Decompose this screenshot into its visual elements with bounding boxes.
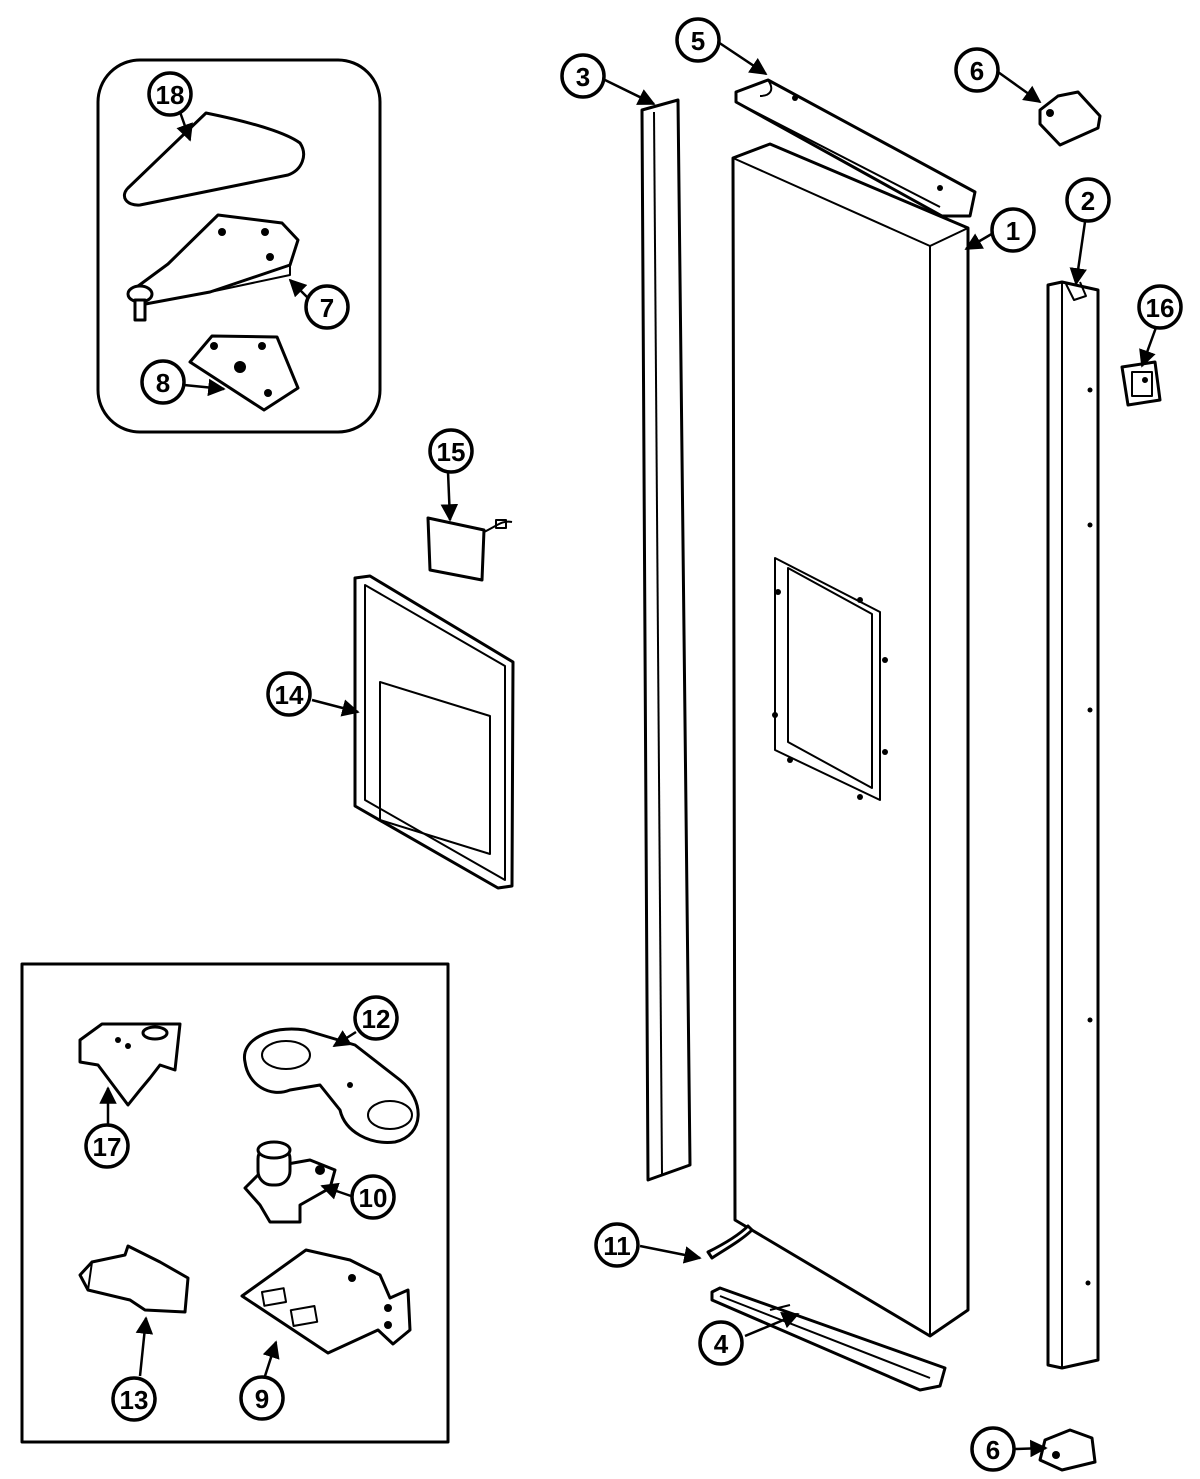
part-10-hinge-pin <box>243 1140 337 1224</box>
svg-text:10: 10 <box>359 1183 388 1213</box>
part-8-hinge-plate <box>188 334 300 412</box>
part-1-door-panel <box>731 142 970 1338</box>
callout-12: 12 <box>353 995 399 1041</box>
svg-text:17: 17 <box>93 1132 122 1162</box>
part-3-door-trim-left <box>640 98 692 1182</box>
svg-text:3: 3 <box>576 62 590 92</box>
part-4-bottom-cap <box>710 1286 947 1392</box>
hinge-kit-group-box <box>96 58 382 434</box>
svg-text:6: 6 <box>986 1435 1000 1465</box>
svg-text:1: 1 <box>1006 216 1020 246</box>
part-6-end-cap-top <box>1038 90 1102 147</box>
part-13-hinge-cover <box>78 1244 190 1314</box>
part-11-seal <box>706 1224 754 1260</box>
part-14-dispenser-frame <box>353 574 515 890</box>
svg-text:14: 14 <box>275 680 304 710</box>
part-15-module <box>426 516 513 582</box>
callout-16: 16 <box>1137 284 1183 330</box>
part-17-bracket <box>78 1022 182 1107</box>
part-9-bottom-hinge <box>240 1248 412 1355</box>
callout-7: 7 <box>304 284 350 330</box>
part-16-clip <box>1120 360 1162 407</box>
svg-text:11: 11 <box>603 1231 631 1261</box>
part-6-end-cap-bottom <box>1038 1428 1097 1472</box>
svg-text:5: 5 <box>691 26 705 56</box>
hardware-kit-group-box <box>20 962 450 1444</box>
part-12-hinge-bushing <box>243 1027 420 1144</box>
callout-15: 15 <box>428 428 474 474</box>
callout-3: 3 <box>560 53 606 99</box>
callout-11: 11 <box>594 1222 640 1268</box>
callout-6-top: 6 <box>954 47 1000 93</box>
part-2-door-trim-right <box>1046 280 1100 1370</box>
svg-text:2: 2 <box>1081 186 1095 216</box>
svg-text:16: 16 <box>1146 293 1175 323</box>
callout-13: 13 <box>111 1376 157 1422</box>
svg-text:7: 7 <box>320 293 334 323</box>
part-5-top-cap <box>734 78 977 218</box>
svg-text:4: 4 <box>714 1329 729 1359</box>
svg-text:15: 15 <box>437 437 466 467</box>
svg-text:18: 18 <box>156 80 185 110</box>
svg-text:9: 9 <box>255 1384 269 1414</box>
svg-text:6: 6 <box>970 56 984 86</box>
svg-text:13: 13 <box>120 1385 149 1415</box>
callout-9: 9 <box>239 1375 285 1421</box>
callout-4: 4 <box>698 1320 744 1366</box>
svg-text:8: 8 <box>156 368 170 398</box>
callout-14: 14 <box>266 671 312 717</box>
callout-1: 1 <box>990 207 1036 253</box>
part-7-top-hinge <box>126 213 300 322</box>
part-18-hinge-cover <box>123 111 305 207</box>
callout-17: 17 <box>84 1123 130 1169</box>
callout-10: 10 <box>350 1174 396 1220</box>
callout-6-bottom: 6 <box>970 1426 1016 1472</box>
callout-8: 8 <box>140 359 186 405</box>
callout-2: 2 <box>1065 177 1111 223</box>
svg-text:12: 12 <box>362 1004 391 1034</box>
callout-5: 5 <box>675 17 721 63</box>
callout-18: 18 <box>147 71 193 117</box>
